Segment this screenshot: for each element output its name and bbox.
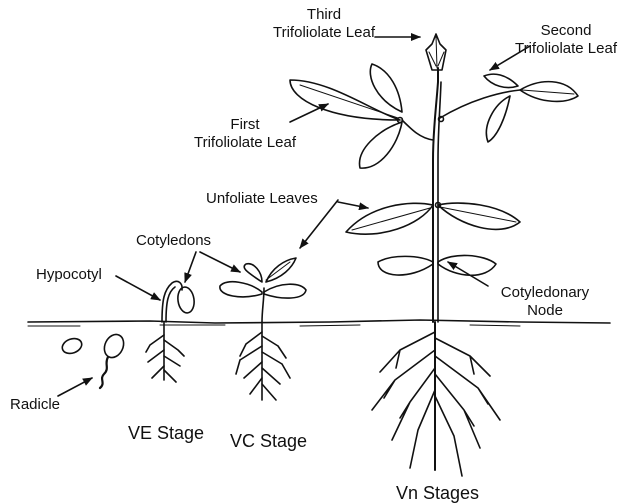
third-leaf-label-line2: Trifoliolate Leaf [262,24,386,42]
vn-stages-label: Vn Stages [396,483,479,503]
cotyledonary-node-label: Cotyledonary Node [484,284,606,320]
arrow-radicle [58,378,92,396]
arrow-unifoliate-2 [338,202,368,208]
vc-seedling [220,258,306,400]
radicle-label: Radicle [10,396,60,414]
second-leaf-label: Second Trifoliolate Leaf [500,22,632,58]
first-leaf-label-line1: First [180,116,310,134]
first-leaf-label-line2: Trifoliolate Leaf [180,134,310,152]
arrow-cotyledons-2 [200,252,240,272]
hypocotyl-label: Hypocotyl [36,266,102,284]
first-leaf-label: First Trifoliolate Leaf [180,116,310,152]
unifoliate-leaves-label: Unfoliate Leaves [206,190,318,208]
third-leaf-label: Third Trifoliolate Leaf [262,6,386,42]
seed-1 [60,336,84,356]
arrow-cotyledons-1 [185,252,196,282]
vn-plant [290,34,578,476]
vc-stage-label: VC Stage [230,431,307,451]
ve-stage-label: VE Stage [128,423,204,443]
cotyledons-label: Cotyledons [136,232,211,250]
cotyledonary-node-label-line1: Cotyledonary [484,284,606,302]
third-leaf-label-line1: Third [262,6,386,24]
soil-line [28,320,610,326]
cotyledonary-node-label-line2: Node [484,302,606,320]
arrow-hypocotyl [116,276,160,300]
second-leaf-label-line1: Second [500,22,632,40]
second-leaf-label-line2: Trifoliolate Leaf [500,40,632,58]
seed-with-radicle [100,331,127,388]
